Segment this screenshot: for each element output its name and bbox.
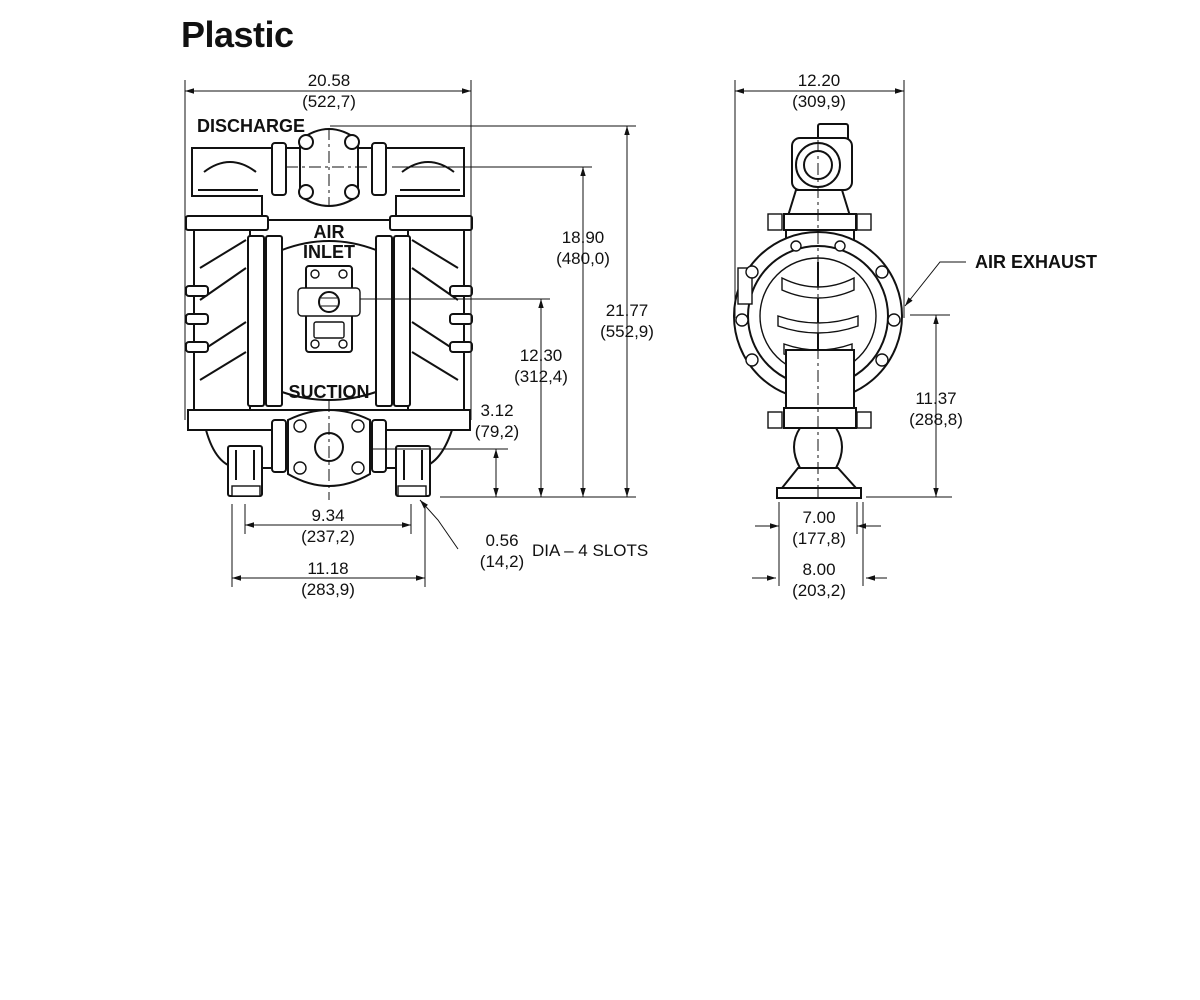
front-view (185, 128, 473, 500)
dim-suction-height-mm: (79,2) (475, 422, 519, 441)
page-title: Plastic (181, 14, 294, 55)
dim-discharge-height-in: 18.90 (562, 228, 605, 247)
right-chamber (375, 229, 473, 411)
dim-inner-foot-width-in: 9.34 (311, 506, 344, 525)
air-valve (297, 265, 361, 353)
dim-overall-height-in: 21.77 (606, 301, 649, 320)
discharge-label: DISCHARGE (197, 116, 305, 136)
dim-overall-width-mm: (522,7) (302, 92, 356, 111)
dim-exhaust-height-mm: (288,8) (909, 410, 963, 429)
dim-base-inner-mm: (177,8) (792, 529, 846, 548)
dim-inner-foot-width-mm: (237,2) (301, 527, 355, 546)
front-dimensions (184, 80, 636, 587)
air-exhaust-label: AIR EXHAUST (975, 252, 1097, 272)
dim-exhaust-height-in: 11.37 (915, 389, 956, 408)
dim-slot-dia-mm: (14,2) (480, 552, 524, 571)
left-chamber (185, 229, 283, 411)
side-dimensions (734, 80, 966, 586)
dim-air-inlet-height-mm: (312,4) (514, 367, 568, 386)
side-view (733, 123, 903, 500)
dim-side-width-in: 12.20 (798, 71, 841, 90)
discharge-manifold (191, 128, 465, 221)
dim-overall-height-mm: (552,9) (600, 322, 654, 341)
left-foot (227, 445, 263, 497)
slots-label: DIA – 4 SLOTS (532, 541, 648, 560)
dim-discharge-height-mm: (480,0) (556, 249, 610, 268)
dim-base-inner-in: 7.00 (802, 508, 835, 527)
air-inlet-label-2: INLET (303, 242, 355, 262)
suction-label: SUCTION (289, 382, 370, 402)
air-inlet-label-1: AIR (314, 222, 345, 242)
right-foot (395, 445, 431, 497)
dim-base-outer-mm: (203,2) (792, 581, 846, 600)
dim-slot-dia-in: 0.56 (485, 531, 518, 550)
dim-air-inlet-height-in: 12.30 (520, 346, 563, 365)
dim-outer-foot-width-mm: (283,9) (301, 580, 355, 599)
dim-base-outer-in: 8.00 (802, 560, 835, 579)
dim-overall-width-in: 20.58 (308, 71, 351, 90)
dim-outer-foot-width-in: 11.18 (307, 559, 348, 578)
dim-suction-height-in: 3.12 (480, 401, 513, 420)
dim-side-width-mm: (309,9) (792, 92, 846, 111)
